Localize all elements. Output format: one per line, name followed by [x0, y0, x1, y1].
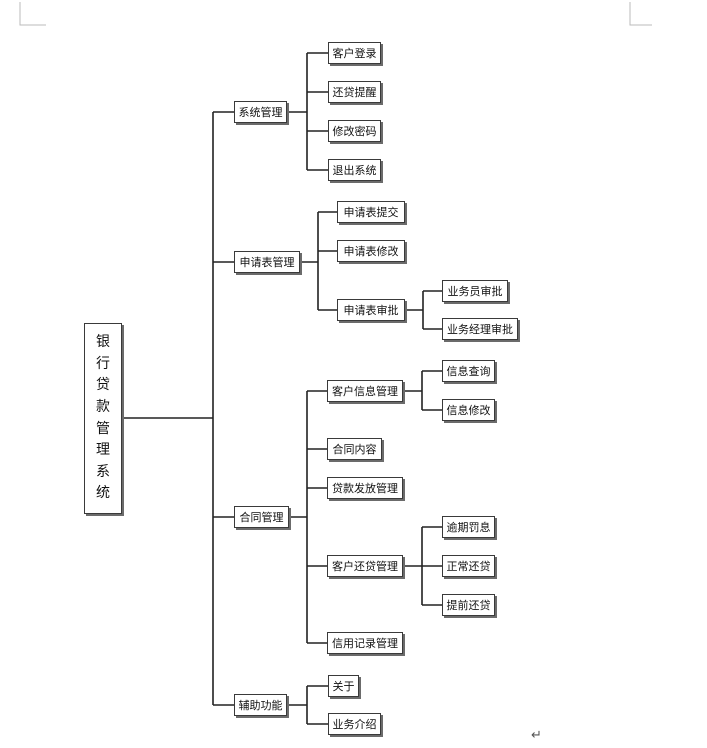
- node-clerk-approval: 业务员审批: [442, 280, 508, 302]
- node-repayment-reminder: 还贷提醒: [328, 81, 381, 103]
- root-node: 银行贷款管理系统: [84, 323, 122, 514]
- node-credit-record: 信用记录管理: [327, 632, 403, 654]
- connector-lines: [19, 2, 652, 725]
- root-label-char: 理: [96, 442, 110, 459]
- node-overdue-penalty: 逾期罚息: [442, 516, 495, 538]
- root-label-char: 行: [96, 355, 110, 372]
- node-application-submit: 申请表提交: [337, 201, 405, 223]
- node-system-management: 系统管理: [234, 101, 287, 123]
- node-application-management: 申请表管理: [234, 251, 300, 273]
- root-label-char: 款: [96, 398, 110, 415]
- node-change-password: 修改密码: [328, 120, 381, 142]
- node-exit-system: 退出系统: [328, 159, 381, 181]
- root-label-char: 管: [96, 420, 110, 437]
- node-application-modify: 申请表修改: [337, 240, 405, 262]
- root-label-char: 贷: [96, 377, 110, 394]
- node-auxiliary-functions: 辅助功能: [234, 694, 287, 716]
- node-business-intro: 业务介绍: [328, 713, 381, 735]
- node-customer-info-management: 客户信息管理: [327, 380, 403, 402]
- paragraph-return-mark: ↵: [531, 728, 542, 743]
- root-label-char: 系: [96, 463, 110, 480]
- root-label-char: 统: [96, 485, 110, 502]
- node-manager-approval: 业务经理审批: [442, 318, 518, 340]
- root-label-char: 银: [96, 334, 110, 351]
- node-contract-management: 合同管理: [234, 506, 289, 528]
- node-info-modify: 信息修改: [442, 399, 495, 421]
- node-customer-repayment: 客户还贷管理: [327, 555, 403, 577]
- node-application-approval: 申请表审批: [337, 299, 405, 321]
- node-contract-content: 合同内容: [327, 438, 382, 460]
- node-loan-disbursement: 贷款发放管理: [327, 477, 403, 499]
- node-normal-repayment: 正常还贷: [442, 555, 495, 577]
- node-early-repayment: 提前还贷: [442, 594, 495, 616]
- node-about: 关于: [328, 675, 359, 697]
- node-info-query: 信息查询: [442, 360, 495, 382]
- node-customer-login: 客户登录: [328, 42, 381, 64]
